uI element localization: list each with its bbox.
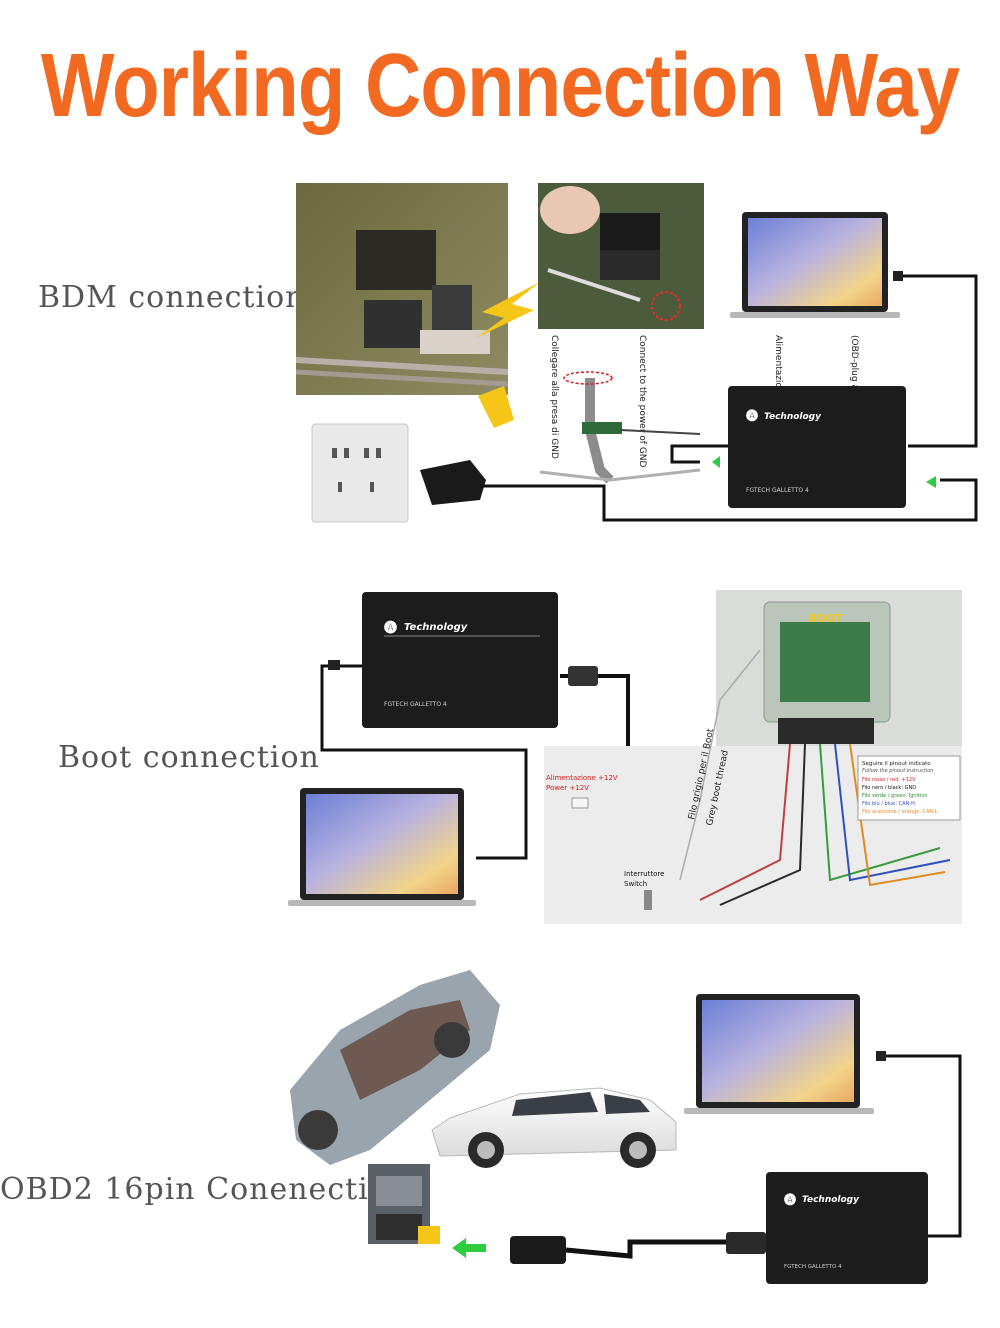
svg-text:FGTECH GALLETTO 4: FGTECH GALLETTO 4 bbox=[746, 487, 809, 494]
ecu-module: BOOT bbox=[716, 590, 962, 746]
svg-text:Alimentazione +12V: Alimentazione +12V bbox=[546, 774, 618, 782]
svg-text:🅐: 🅐 bbox=[784, 1192, 796, 1207]
svg-text:Interruttore: Interruttore bbox=[624, 870, 664, 878]
svg-text:Switch: Switch bbox=[624, 880, 647, 888]
boot-connection-label: Boot connection bbox=[58, 740, 320, 775]
svg-text:Seguire il pinout indicato: Seguire il pinout indicato bbox=[862, 761, 931, 767]
obd-connector-icon bbox=[510, 1236, 566, 1264]
xray-car-image bbox=[290, 970, 500, 1165]
svg-text:🅐: 🅐 bbox=[746, 408, 758, 423]
svg-text:Connect to the power of GND: Connect to the power of GND bbox=[637, 335, 647, 468]
svg-text:Collegare alla presa di GND: Collegare alla presa di GND bbox=[549, 335, 559, 459]
svg-text:Technology: Technology bbox=[764, 412, 822, 422]
obd-port-photo bbox=[368, 1164, 440, 1244]
pcb-photo bbox=[295, 183, 509, 395]
svg-text:🅐: 🅐 bbox=[384, 620, 397, 636]
svg-text:Alimentazione +12V: Alimentazione +12V bbox=[773, 335, 783, 428]
white-car-image bbox=[431, 1087, 677, 1168]
svg-text:Filo blu / blue: CAN-H: Filo blu / blue: CAN-H bbox=[862, 801, 915, 807]
bdm-connection-label: BDM connection bbox=[38, 280, 306, 315]
power-adapter-icon bbox=[420, 460, 486, 505]
boot-fgtech-device: 🅐 Technology FGTECH GALLETTO 4 bbox=[362, 592, 558, 728]
svg-text:Technology: Technology bbox=[404, 622, 468, 633]
svg-text:BOOT: BOOT bbox=[808, 612, 843, 625]
green-arrow-icon bbox=[712, 456, 720, 468]
bdm-laptop bbox=[730, 212, 900, 318]
svg-text:Filo verde / green: Ignition: Filo verde / green: Ignition bbox=[862, 793, 928, 799]
svg-text:Filo arancione / orange: CAN-L: Filo arancione / orange: CAN-L bbox=[862, 809, 938, 815]
obd-fgtech-device: 🅐 Technology FGTECH GALLETTO 4 bbox=[766, 1172, 928, 1284]
svg-text:FGTECH GALLETTO 4: FGTECH GALLETTO 4 bbox=[384, 701, 447, 708]
bdm-probe-photo bbox=[538, 183, 704, 329]
pinout-legend: Seguire il pinout indicato Follow the pi… bbox=[857, 755, 961, 821]
svg-text:Filo rosso / red: +12V: Filo rosso / red: +12V bbox=[862, 777, 916, 783]
svg-text:FGTECH GALLETTO 4: FGTECH GALLETTO 4 bbox=[784, 1264, 842, 1270]
svg-text:Filo nero / black: GND: Filo nero / black: GND bbox=[862, 785, 916, 791]
wall-outlet bbox=[311, 423, 409, 523]
boot-laptop bbox=[288, 788, 476, 906]
page-title: Working Connection Way bbox=[40, 34, 960, 136]
green-arrow-icon bbox=[452, 1238, 486, 1258]
bdm-fgtech-device: 🅐 Technology FGTECH GALLETTO 4 bbox=[728, 386, 906, 508]
obd-laptop bbox=[684, 994, 874, 1114]
svg-text:Technology: Technology bbox=[802, 1195, 860, 1205]
svg-text:Power +12V: Power +12V bbox=[546, 784, 589, 792]
obd-connection-label: OBD2 16pin Conenection bbox=[0, 1172, 409, 1207]
svg-text:Follow the pinout instruction: Follow the pinout instruction bbox=[862, 768, 933, 774]
yellow-arrow-icon bbox=[478, 386, 514, 428]
yellow-arrow-icon bbox=[476, 282, 540, 338]
green-arrow-icon bbox=[926, 476, 936, 488]
